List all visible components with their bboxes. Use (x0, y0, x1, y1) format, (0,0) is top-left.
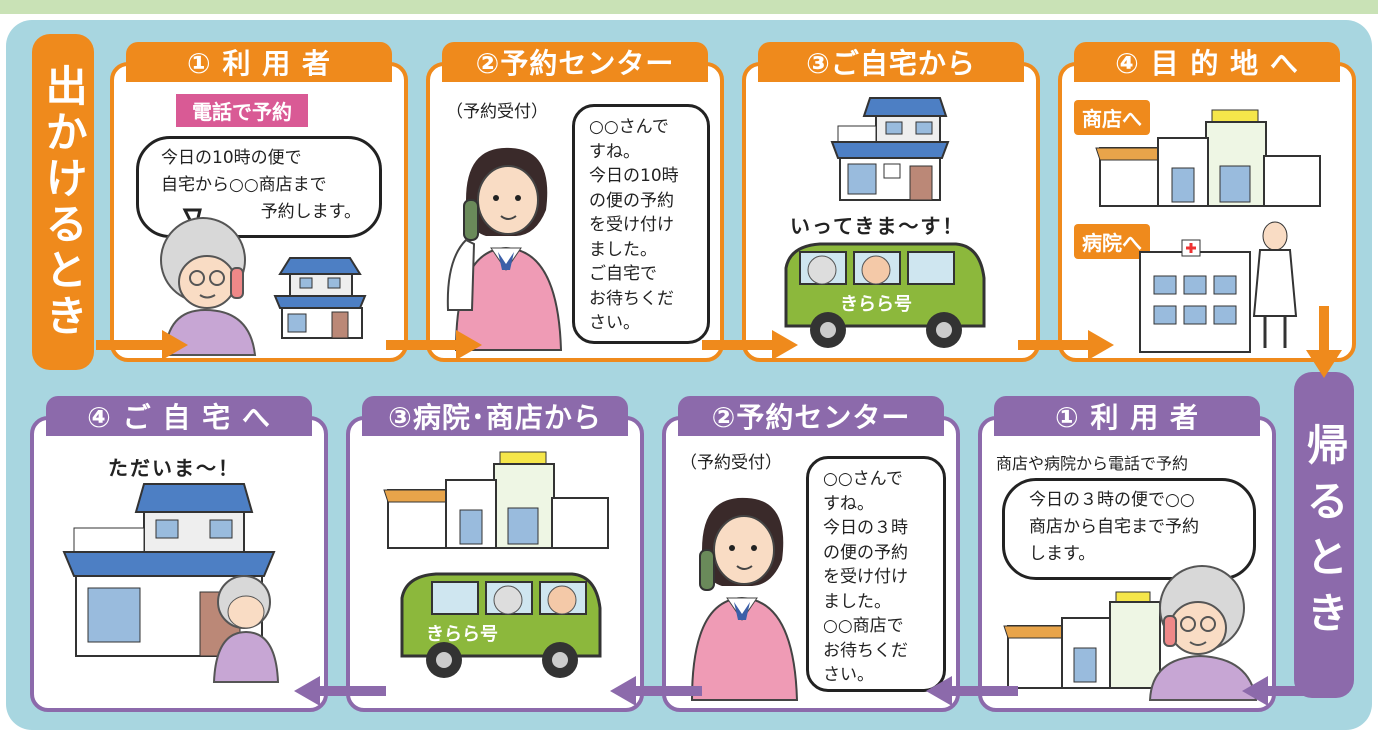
bubble-line: ました。 (589, 239, 657, 260)
outbound-panel-destination-title: ④ 目 的 地 へ (1074, 42, 1340, 82)
flow-arrow-4 (1018, 330, 1114, 360)
bus-illustration-return: きらら号 (400, 572, 602, 678)
bubble-line: さい。 (589, 313, 640, 333)
shops-illustration-small (1003, 591, 1161, 689)
outbound-panel-departure-title: ③ご自宅から (758, 42, 1024, 82)
return-panel-pickup-title: ③病院･商店から (362, 396, 628, 436)
return-arrow-1 (1242, 676, 1326, 706)
bubble-line: ○○さんで (589, 117, 669, 137)
to-shop-tag: 商店へ (1074, 100, 1150, 135)
return-arrow-4 (294, 676, 386, 706)
reception-caption: （予約受付） (446, 102, 548, 122)
bubble-line: 今日の３時 (823, 518, 908, 538)
elderly-woman-calling-return (1148, 565, 1258, 701)
bubble-line: ご自宅で (589, 264, 657, 284)
return-panel-user-title: ① 利 用 者 (994, 396, 1260, 436)
home-illustration (830, 97, 950, 201)
bubble-line: の便の予約 (589, 190, 674, 211)
bubble-line: 商店から自宅まで予約 (1029, 517, 1199, 537)
return-panel-home-title: ④ ご 自 宅 へ (46, 396, 312, 436)
operator-reply-bubble-return: ○○さんで すね。 今日の３時 の便の予約 を受け付け ました。 ○○商店で お… (806, 456, 946, 692)
home-greeting: ただいま～！ (108, 456, 240, 480)
flow-arrow-3 (702, 330, 798, 360)
operator-reply-bubble: ○○さんで すね。 今日の10時 の便の予約 を受け付け ました。 ご自宅で お… (572, 104, 710, 344)
return-panel-center-title: ②予約センター (678, 396, 944, 436)
flow-arrow-down (1306, 306, 1342, 378)
reception-caption-return: （予約受付） (680, 453, 782, 473)
bubble-line: 今日の10時 (589, 166, 679, 186)
outbound-label: 出かけるとき (39, 64, 89, 340)
shops-illustration (1095, 109, 1321, 207)
return-arrow-corner (1296, 656, 1325, 683)
bubble-line: ○○さんで (823, 469, 903, 489)
outbound-side-tab: 出かけるとき (32, 34, 94, 370)
house-illustration (273, 257, 367, 339)
phone-reservation-tag: 電話で予約 (176, 94, 308, 127)
to-hospital-tag: 病院へ (1074, 224, 1150, 259)
return-arrow-3 (610, 676, 702, 706)
bubble-line: 自宅から○○商店まで (161, 175, 327, 195)
return-label: 帰るとき (1300, 423, 1350, 647)
bubble-line: お待ちくだ (589, 288, 674, 309)
flow-arrow-2 (386, 330, 482, 360)
shops-illustration-return (383, 451, 609, 549)
bubble-line: お待ちくだ (823, 640, 908, 661)
bus-label-return: きらら号 (426, 624, 498, 645)
return-user-caption: 商店や病院から電話で予約 (996, 454, 1189, 473)
elderly-woman-calling-illustration (160, 208, 257, 356)
outbound-panel-center-title: ②予約センター (442, 42, 708, 82)
bubble-line: ました。 (823, 591, 891, 612)
bubble-line: すね。 (589, 141, 640, 162)
flow-arrow-1 (96, 330, 188, 360)
bubble-line: 予約します。 (260, 202, 361, 222)
bubble-line: すね。 (823, 493, 874, 514)
bubble-line: 今日の10時の便で (161, 148, 302, 168)
operator-illustration (446, 147, 563, 351)
operator-illustration-return (690, 497, 799, 701)
hospital-illustration (1139, 221, 1298, 353)
bubble-line: さい。 (823, 665, 874, 685)
bubble-line: します。 (1029, 544, 1096, 564)
home-arrival-illustration (62, 483, 280, 683)
bubble-line: ○○商店で (823, 616, 904, 636)
bubble-line: の便の予約 (823, 542, 908, 563)
return-arrow-2 (926, 676, 1018, 706)
bus-illustration: きらら号 (784, 242, 986, 348)
top-band (0, 0, 1378, 14)
user-request-bubble: 今日の10時の便で 自宅から○○商店まで 予約します。 (136, 136, 382, 238)
return-request-bubble: 今日の３時の便で○○ 商店から自宅まで予約 します。 (1002, 478, 1256, 580)
bubble-line: を受け付け (823, 567, 908, 587)
outbound-panel-user-title: ① 利 用 者 (126, 42, 392, 82)
bubble-line: 今日の３時の便で○○ (1029, 490, 1195, 510)
departure-greeting: いってきま～す！ (790, 214, 965, 238)
bus-label: きらら号 (840, 294, 912, 315)
return-side-tab: 帰るとき (1294, 372, 1354, 698)
bubble-line: を受け付け (589, 215, 674, 235)
